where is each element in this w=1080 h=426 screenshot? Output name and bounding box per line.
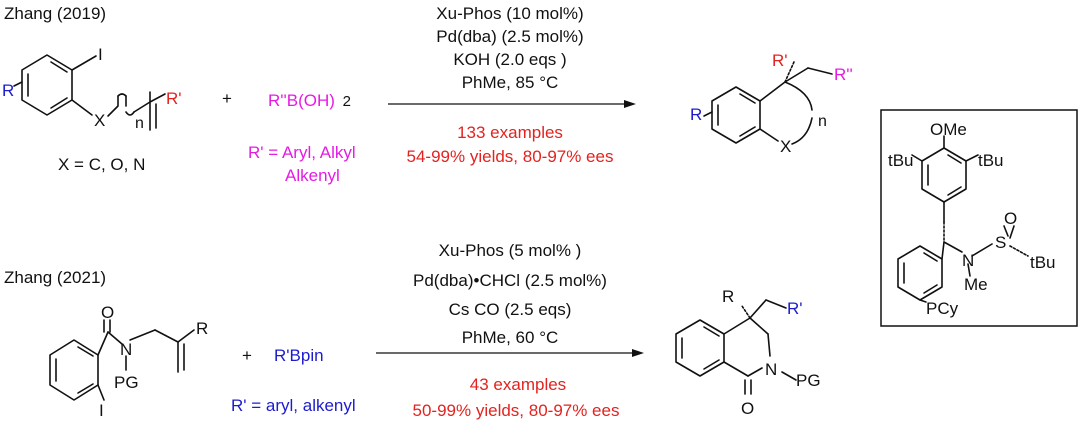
- plus-sign-2: +: [242, 346, 252, 365]
- citation-2019: Zhang (2019): [4, 4, 106, 23]
- reagent-1-subscript: 2: [343, 93, 351, 110]
- reactant-2-structure: [49, 319, 195, 401]
- product-2-r-label: R: [722, 287, 734, 306]
- reactant-1-n-label: n: [135, 115, 144, 132]
- reagent-1-note-line-1: R' = Aryl, Alkyl: [248, 143, 356, 162]
- product-2-o-label: O: [741, 399, 754, 418]
- product-1-r-label: R: [690, 105, 702, 124]
- product-2-pg-label: PG: [796, 371, 821, 390]
- reactant-1-iodo-label: I: [98, 45, 103, 64]
- ligand-tbu-left-label: tBu: [888, 151, 914, 170]
- reagent-1: R''B(OH) 2: [268, 91, 351, 110]
- reaction-arrow-1: [388, 100, 636, 108]
- reagent-2-text: R'Bpin: [274, 346, 324, 365]
- plus-sign-1: +: [222, 89, 232, 108]
- citation-2021: Zhang (2021): [4, 268, 106, 287]
- reactant-1-r-label: R: [2, 81, 14, 100]
- product-2-rprime-label: R': [787, 299, 803, 318]
- reagent-2-note-prefix: R' =: [231, 396, 266, 415]
- reagent-2-note-value: aryl, alkenyl: [266, 396, 356, 415]
- conditions-2-line-1: Xu-Phos (5 mol% ): [439, 241, 582, 260]
- reagent-2: R'Bpin: [274, 346, 324, 365]
- product-1-rdprime-label: R'': [834, 65, 853, 84]
- reactant-1-x-label: X: [94, 111, 105, 130]
- reagent-2-note: R' = aryl, alkenyl: [231, 396, 356, 415]
- ligand-s-label: S: [995, 233, 1006, 252]
- reactant-1-x-definition: X = C, O, N: [58, 155, 145, 174]
- product-1-n-label: n: [818, 113, 827, 130]
- reactant-2-pg-label: PG: [114, 373, 139, 392]
- reagent-1-note-line-2: Alkenyl: [285, 166, 340, 185]
- product-2-n-label: N: [765, 360, 777, 379]
- reaction-arrow-2: [376, 349, 644, 357]
- reactant-1-rprime-label: R': [166, 89, 182, 108]
- yields-2: 50-99% yields, 80-97% ees: [413, 401, 620, 420]
- product-2-structure: [675, 299, 797, 395]
- examples-1: 133 examples: [457, 123, 563, 142]
- conditions-1-line-3: KOH (2.0 eqs ): [453, 50, 566, 69]
- ligand-o-label: O: [1004, 209, 1017, 228]
- ligand-ome-label: OMe: [930, 120, 967, 139]
- product-1-x-label: X: [780, 137, 791, 156]
- reagent-1-text: R''B(OH): [268, 91, 335, 110]
- ligand-box: [880, 109, 1078, 327]
- conditions-2-line-4: PhMe, 60 °C: [462, 328, 559, 347]
- ligand-n-label: N: [962, 251, 974, 270]
- conditions-2-line-3: Cs CO (2.5 eqs): [449, 300, 572, 319]
- ligand-me-label: Me: [964, 275, 988, 294]
- ligand-pcy-label: PCy: [926, 299, 959, 318]
- ligand-tbu-right-label: tBu: [978, 151, 1004, 170]
- conditions-1-line-2: Pd(dba) (2.5 mol%): [436, 27, 583, 46]
- ligand-tbu-s-label: tBu: [1030, 253, 1056, 272]
- reactant-2-o-label: O: [101, 303, 114, 322]
- conditions-2-line-2: Pd(dba)•CHCl (2.5 mol%): [413, 271, 607, 290]
- reactant-2-r-label: R: [196, 319, 208, 338]
- conditions-1-line-1: Xu-Phos (10 mol%): [436, 4, 583, 23]
- reactant-1-structure: [13, 54, 166, 131]
- reactant-2-n-label: N: [120, 340, 132, 359]
- yields-1: 54-99% yields, 80-97% ees: [407, 147, 614, 166]
- reactant-2-iodo-label: I: [99, 401, 104, 420]
- product-1-rprime-label: R': [772, 51, 788, 70]
- conditions-1-line-4: PhMe, 85 °C: [462, 73, 559, 92]
- product-1-structure: [703, 61, 833, 145]
- examples-2: 43 examples: [470, 375, 566, 394]
